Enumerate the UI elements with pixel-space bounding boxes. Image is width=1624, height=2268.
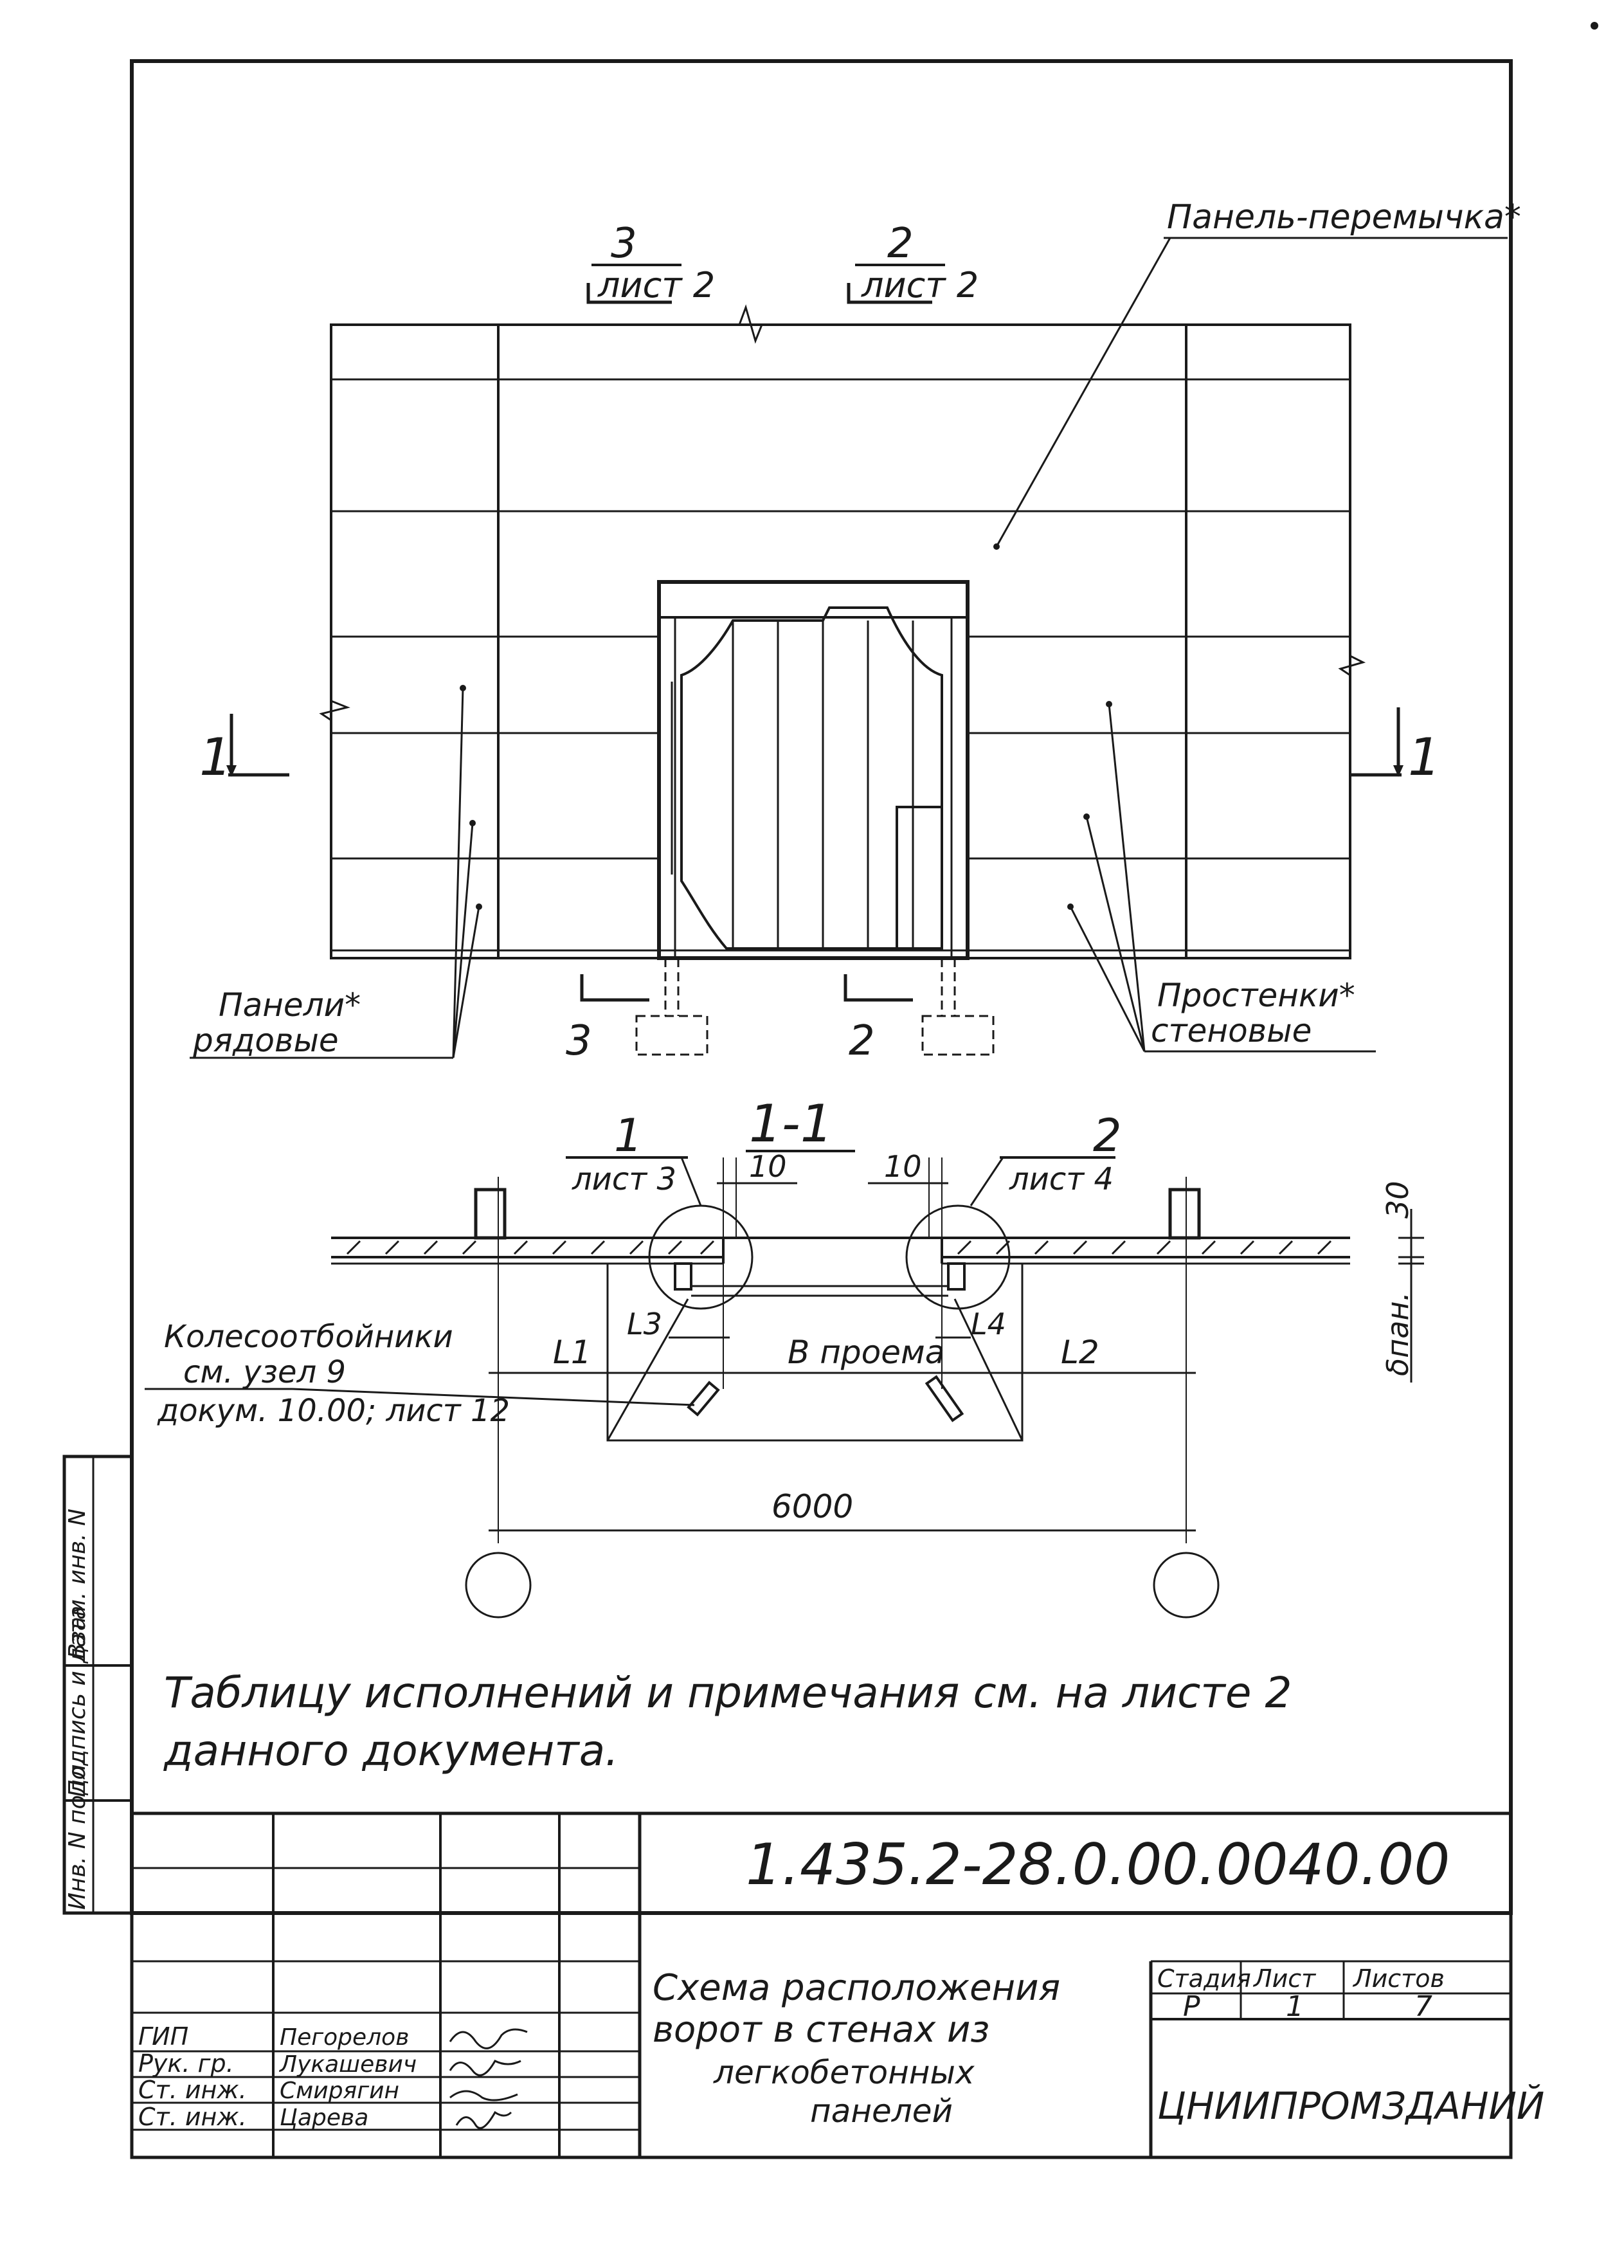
callout-node-1: 1 лист 3	[566, 1109, 702, 1206]
svg-text:докум. 10.00; лист 12: докум. 10.00; лист 12	[157, 1393, 510, 1429]
grid-axis-left	[465, 1552, 532, 1619]
title-block: 1.435.2-28.0.00.0040.00 Схема расположен…	[130, 1811, 1544, 2159]
svg-text:Колесоотбойники: Колесоотбойники	[164, 1319, 453, 1355]
slab-hatch	[346, 1240, 1332, 1255]
sheets-header: Листов	[1352, 1964, 1445, 1993]
svg-text:3: 3	[611, 220, 637, 268]
svg-text:стеновые: стеновые	[1151, 1012, 1312, 1049]
svg-text:10: 10	[749, 1149, 787, 1184]
signer-name-3: Царева	[280, 2105, 368, 2131]
callout-panels-row: Панели* рядовые	[190, 685, 482, 1059]
signer-role-0: ГИП	[138, 2022, 188, 2051]
title-line1: Схема расположения	[653, 1967, 1060, 2009]
callout-wheel-guards: Колесоотбойники см. узел 9 докум. 10.00;…	[145, 1319, 695, 1429]
svg-text:лист 2: лист 2	[597, 265, 715, 305]
section-marker-left: 1	[199, 714, 289, 787]
callout-piers: Простенки* стеновые	[1067, 701, 1376, 1053]
signer-name-2: Смирягин	[280, 2078, 399, 2104]
stamp-inv-podl: Инв. N подл.	[64, 1757, 91, 1910]
signer-name-0: Пегорелов	[280, 2024, 409, 2051]
svg-text:2: 2	[849, 1017, 875, 1065]
sheet-value: 1	[1286, 1990, 1304, 2023]
stage-value: Р	[1183, 1990, 1200, 2023]
svg-text:B проема: B проема	[788, 1334, 944, 1371]
dim-10-left: 10	[717, 1149, 797, 1238]
stamp-vzam-inv: Взам. инв. N	[64, 1509, 91, 1659]
cut-marker-3-top: 3 лист 2	[586, 220, 715, 305]
dim-vertical-right: 30 δпан.	[1380, 1181, 1424, 1383]
cut-marker-2-top: 2 лист 2	[847, 220, 979, 305]
drawing-note: Таблицу исполнений и примечания см. на л…	[163, 1668, 1292, 1775]
callout-node-2: 2 лист 4	[970, 1109, 1122, 1206]
dim-10-right: 10	[868, 1149, 948, 1238]
signer-role-3: Ст. инж.	[138, 2103, 247, 2131]
title-line2: ворот в стенах из	[653, 2009, 989, 2051]
dim-chain-L: L1 B проема L2 L3 L4 6000	[489, 1177, 1196, 1543]
svg-text:1: 1	[199, 727, 232, 787]
title-line3: легкобетонных	[713, 2054, 975, 2091]
doc-number: 1.435.2-28.0.00.0040.00	[746, 1831, 1450, 1898]
elevation-view	[319, 304, 1366, 1056]
svg-text:1: 1	[614, 1109, 643, 1162]
svg-text:см. узел 9: см. узел 9	[183, 1354, 346, 1390]
callout-panel-lintel: Панель-перемычка*	[993, 198, 1521, 550]
margin-stamp: Взам. инв. N Подпись и дата Инв. N подл.	[62, 1455, 134, 1915]
cut-marker-2-bottom: 2	[844, 974, 913, 1065]
signer-role-2: Ст. инж.	[138, 2076, 247, 2104]
svg-text:лист 4: лист 4	[1009, 1161, 1114, 1197]
signer-name-1: Лукашевич	[278, 2051, 417, 2078]
signer-role-1: Рук. гр.	[138, 2049, 234, 2078]
sheets-value: 7	[1414, 1990, 1432, 2023]
section-marker-right: 1	[1350, 707, 1441, 787]
svg-text:30: 30	[1380, 1181, 1415, 1219]
svg-text:Панели*: Панели*	[219, 986, 361, 1024]
corner-dot	[1591, 22, 1598, 30]
organization: ЦНИИПРОМЗДАНИЙ	[1157, 2083, 1544, 2128]
section-title: 1-1	[749, 1094, 833, 1154]
svg-text:Простенки*: Простенки*	[1157, 977, 1355, 1014]
svg-text:лист 3: лист 3	[572, 1161, 676, 1197]
svg-text:лист 2: лист 2	[861, 265, 979, 305]
svg-text:δпан.: δпан.	[1380, 1292, 1415, 1376]
svg-text:1: 1	[1408, 727, 1441, 787]
svg-text:Таблицу исполнений и примечани: Таблицу исполнений и примечания см. на л…	[164, 1668, 1292, 1718]
grid-axis-right	[1153, 1552, 1220, 1619]
svg-text:L4: L4	[971, 1307, 1006, 1341]
svg-text:рядовые: рядовые	[192, 1022, 339, 1059]
svg-text:10: 10	[884, 1149, 922, 1184]
cut-marker-3-bottom: 3	[566, 974, 649, 1065]
signatures	[449, 2028, 528, 2129]
sheet-header: Лист	[1252, 1964, 1317, 1993]
svg-text:L1: L1	[553, 1334, 591, 1371]
stamp-podpis-data: Подпись и дата	[64, 1606, 91, 1797]
svg-text:L2: L2	[1061, 1334, 1099, 1371]
section-1-1-view: 1-1	[331, 1094, 1350, 1442]
svg-text:Панель-перемычка*: Панель-перемычка*	[1167, 198, 1521, 237]
svg-text:3: 3	[566, 1017, 592, 1065]
svg-text:L3: L3	[627, 1307, 662, 1341]
svg-text:2: 2	[1093, 1109, 1122, 1162]
title-line4: панелей	[810, 2092, 953, 2130]
svg-text:данного документа.: данного документа.	[163, 1726, 618, 1775]
stage-header: Стадия	[1157, 1964, 1251, 1993]
svg-text:2: 2	[887, 220, 914, 268]
svg-text:6000: 6000	[771, 1488, 853, 1525]
